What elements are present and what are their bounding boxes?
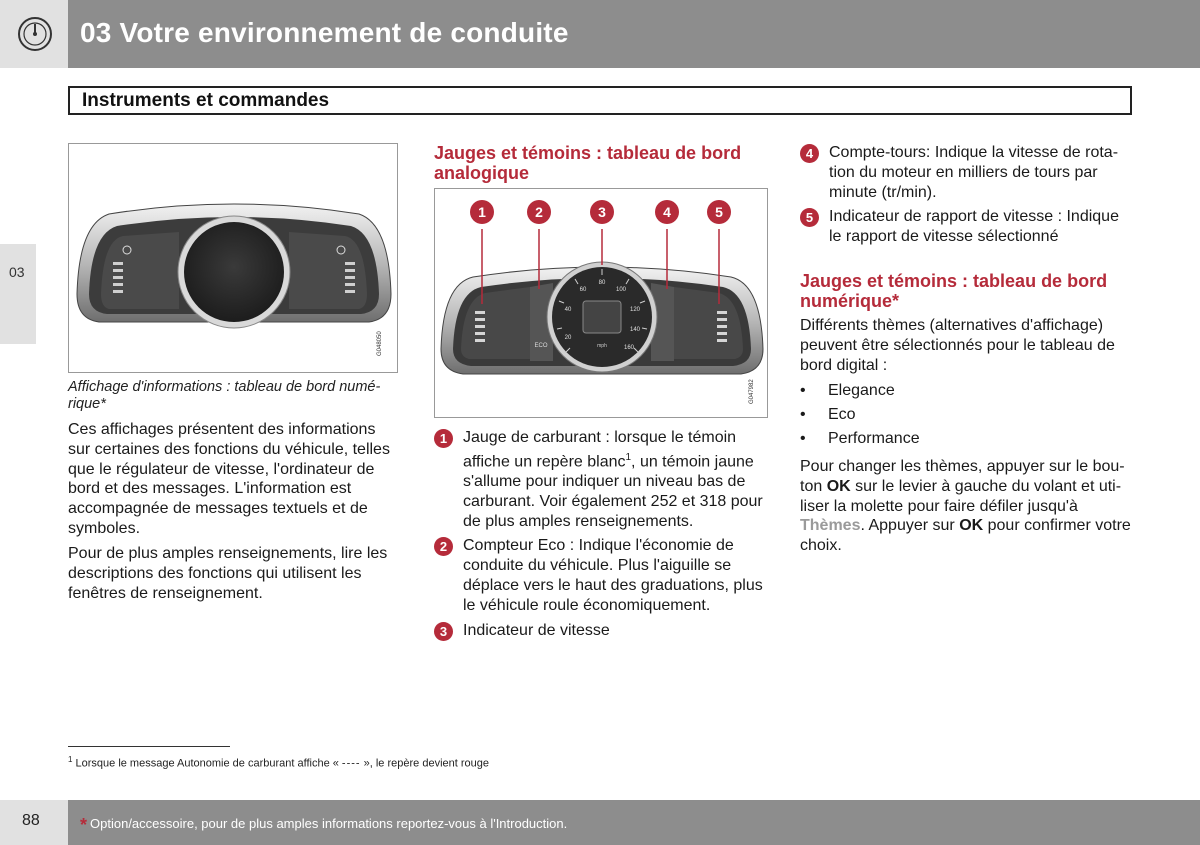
svg-text:100: 100 — [616, 287, 627, 293]
svg-text:G047982: G047982 — [749, 379, 755, 404]
svg-text:120: 120 — [630, 307, 641, 313]
option-star-icon: * — [80, 815, 88, 835]
chapter-title: 03 Votre environnement de conduite — [80, 17, 569, 48]
paragraph-themes-intro: Différents thèmes (alternatives d'affich… — [800, 317, 1115, 374]
header-bar — [68, 0, 1200, 68]
footnote: 1 Lorsque le message Autonomie de carbur… — [68, 755, 489, 770]
digital-dashboard-figure: G048050 — [68, 143, 398, 373]
page-number: 88 — [22, 812, 40, 829]
number-badge-2: 2 — [434, 537, 453, 557]
list-item-eco-meter: 2 Compteur Eco : Indique l'économie de c… — [434, 536, 770, 615]
analog-dashboard-illustration: 20 40 60 80 100 120 140 160 ECO mph 1 — [440, 200, 764, 404]
theme-eco: •Eco — [800, 406, 856, 423]
svg-text:20: 20 — [565, 335, 572, 341]
section-title-box: Instruments et commandes — [68, 86, 1132, 115]
figure-caption: Affichage d'informations : tableau de bo… — [68, 379, 381, 412]
list-item-gear-indicator: 5 Indicateur de rapport de vitesse : Ind… — [800, 207, 1132, 247]
digital-dashboard-illustration: G048050 — [76, 203, 392, 356]
analog-gauge-list: 1 Jauge de carburant : lorsque le témoin… — [434, 428, 770, 645]
chapter-side-tab: 03 — [0, 244, 36, 344]
svg-text:mph: mph — [597, 343, 607, 349]
footnote-rule — [68, 746, 230, 747]
footer-bar — [68, 800, 1200, 845]
theme-performance: •Performance — [800, 430, 920, 447]
callout-4: 4 — [663, 204, 671, 220]
paragraph-info-windows: Pour de plus amples renseignements, lire… — [68, 545, 388, 602]
number-badge-4: 4 — [800, 144, 819, 163]
number-badge-3: 3 — [434, 621, 453, 641]
paragraph-intro: Ces affichages présentent des informatio… — [68, 421, 390, 537]
svg-text:60: 60 — [580, 287, 587, 293]
callout-2: 2 — [535, 204, 543, 220]
number-badge-5: 5 — [800, 208, 819, 228]
heading-analog-gauges: Jauges et témoins : tableau de bord anal… — [434, 143, 742, 183]
footer-page-panel — [0, 800, 68, 845]
analog-dashboard-figure: 20 40 60 80 100 120 140 160 ECO mph 1 — [434, 188, 768, 418]
callout-3: 3 — [598, 204, 606, 220]
svg-text:160: 160 — [624, 345, 635, 351]
list-item-speedometer: 3 Indicateur de vitesse — [434, 621, 770, 641]
heading-digital-gauges: Jauges et témoins : tableau de bord numé… — [800, 271, 1108, 311]
side-tab-label: 03 — [9, 264, 25, 280]
list-item-tachometer: 4 Compte-tours: Indique la vitesse de ro… — [800, 143, 1132, 202]
gauge-icon — [18, 17, 52, 51]
themes-list: •Elegance •Eco •Performance — [800, 381, 920, 453]
paragraph-change-theme: Pour changer les thèmes, appuyer sur le … — [800, 458, 1131, 555]
callout-5: 5 — [715, 204, 723, 220]
section-title: Instruments et commandes — [82, 90, 330, 111]
theme-elegance: •Elegance — [800, 382, 895, 399]
svg-text:ECO: ECO — [534, 343, 547, 349]
header-icon-panel — [0, 0, 68, 68]
callout-1: 1 — [478, 204, 486, 220]
analog-gauge-list-continued: 4 Compte-tours: Indique la vitesse de ro… — [800, 143, 1132, 252]
svg-text:40: 40 — [565, 307, 572, 313]
svg-text:G048050: G048050 — [377, 331, 383, 356]
svg-text:140: 140 — [630, 327, 641, 333]
number-badge-1: 1 — [434, 429, 453, 448]
list-item-fuel-gauge: 1 Jauge de carburant : lorsque le témoin… — [434, 428, 770, 531]
figure-callouts: 1 2 3 4 5 — [470, 200, 731, 224]
svg-text:80: 80 — [599, 280, 606, 286]
footer-note: *Option/accessoire, pour de plus amples … — [80, 815, 568, 835]
